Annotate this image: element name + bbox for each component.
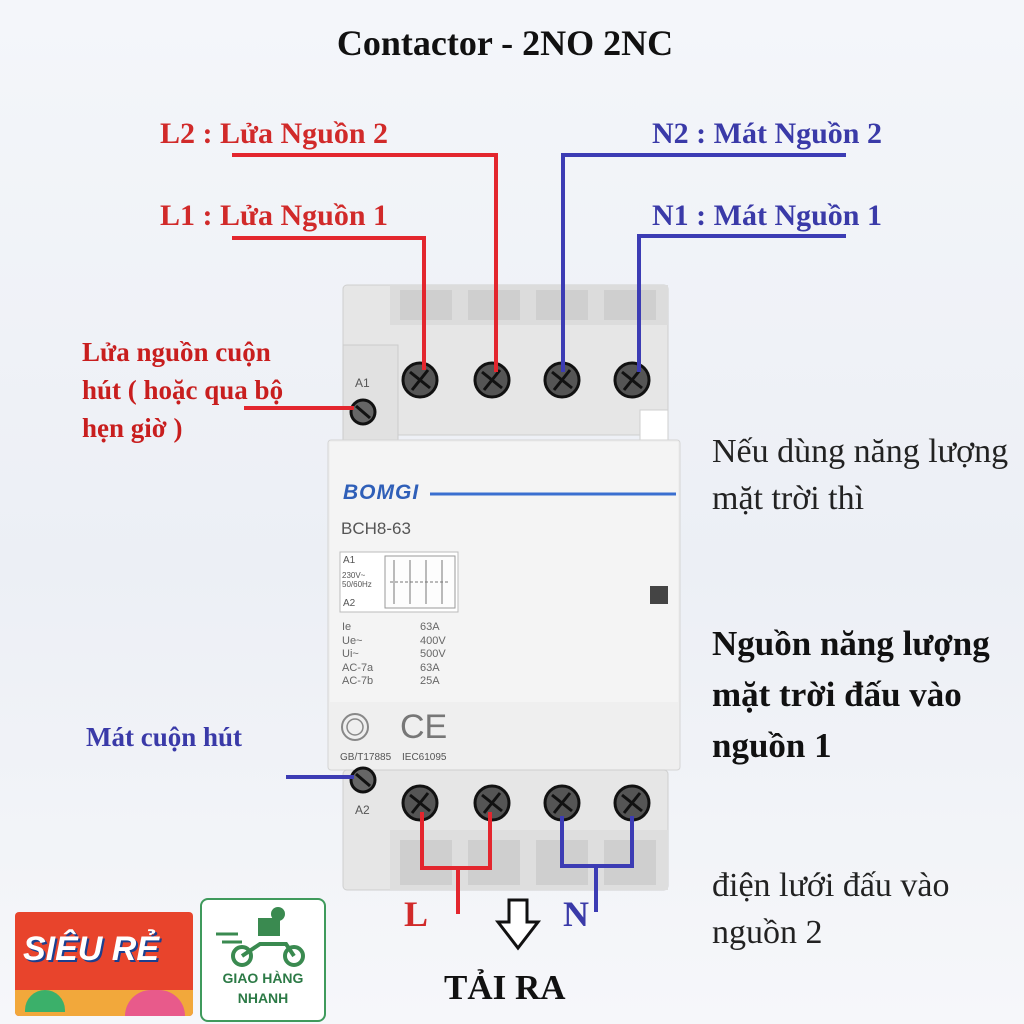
spec-value: 63A — [420, 621, 440, 633]
spec-value: 400V — [420, 634, 446, 647]
spec-label: Ue~ — [342, 634, 363, 647]
giao-hang-line1: GIAO HÀNG — [222, 970, 304, 986]
spec-label: AC-7a — [342, 661, 374, 674]
note-grid-source: điện lưới đấu vào nguồn 2 — [712, 867, 950, 951]
giao-hang-line2: NHANH — [237, 990, 289, 1006]
cert-iec: IEC61095 — [402, 752, 447, 763]
device-brand: BOMGI — [343, 481, 420, 504]
delivery-scooter-icon — [216, 907, 305, 967]
label-l1: L1 : Lửa Nguồn 1 — [160, 199, 389, 232]
label-coil-neutral: Mát cuộn hút — [86, 722, 243, 752]
diagram-a1: A1 — [343, 555, 356, 566]
cert-gb: GB/T17885 — [340, 752, 392, 763]
giao-hang-badge: GIAO HÀNG NHANH — [200, 898, 326, 1022]
page-title: Contactor - 2NO 2NC — [336, 23, 674, 63]
note-solar-if: Nếu dùng năng lượng mặt trời thì — [712, 433, 1009, 517]
label-l2: L2 : Lửa Nguồn 2 — [160, 117, 389, 150]
ce-mark: CE — [400, 708, 448, 746]
device-model: BCH8-63 — [341, 519, 411, 538]
terminal-a2: A2 — [355, 803, 370, 817]
load-out-label: TẢI RA — [444, 968, 566, 1007]
load-l-label: L — [404, 894, 429, 934]
note-solar-source: Nguồn năng lượng mặt trời đấu vào nguồn … — [712, 624, 990, 765]
diagram-voltage: 230V~ 50/60Hz — [342, 571, 372, 589]
diagram-a2: A2 — [343, 598, 356, 609]
spec-value: 500V — [420, 648, 446, 660]
spec-label: Ui~ — [342, 648, 359, 660]
spec-value: 25A — [420, 675, 440, 687]
spec-value: 63A — [420, 661, 440, 674]
label-n2: N2 : Mát Nguồn 2 — [652, 117, 882, 150]
sieu-re-badge: SIÊU RẺ — [15, 912, 193, 1016]
spec-label: AC-7b — [342, 675, 374, 687]
terminal-a1: A1 — [355, 376, 370, 390]
spec-label: Ie — [342, 621, 352, 633]
label-n1: N1 : Mát Nguồn 1 — [652, 199, 882, 232]
label-coil-live: Lửa nguồn cuộn hút ( hoặc qua bộ hẹn giờ… — [82, 337, 284, 443]
sieu-re-label: SIÊU RẺ — [23, 930, 160, 968]
load-n-label: N — [563, 894, 589, 934]
